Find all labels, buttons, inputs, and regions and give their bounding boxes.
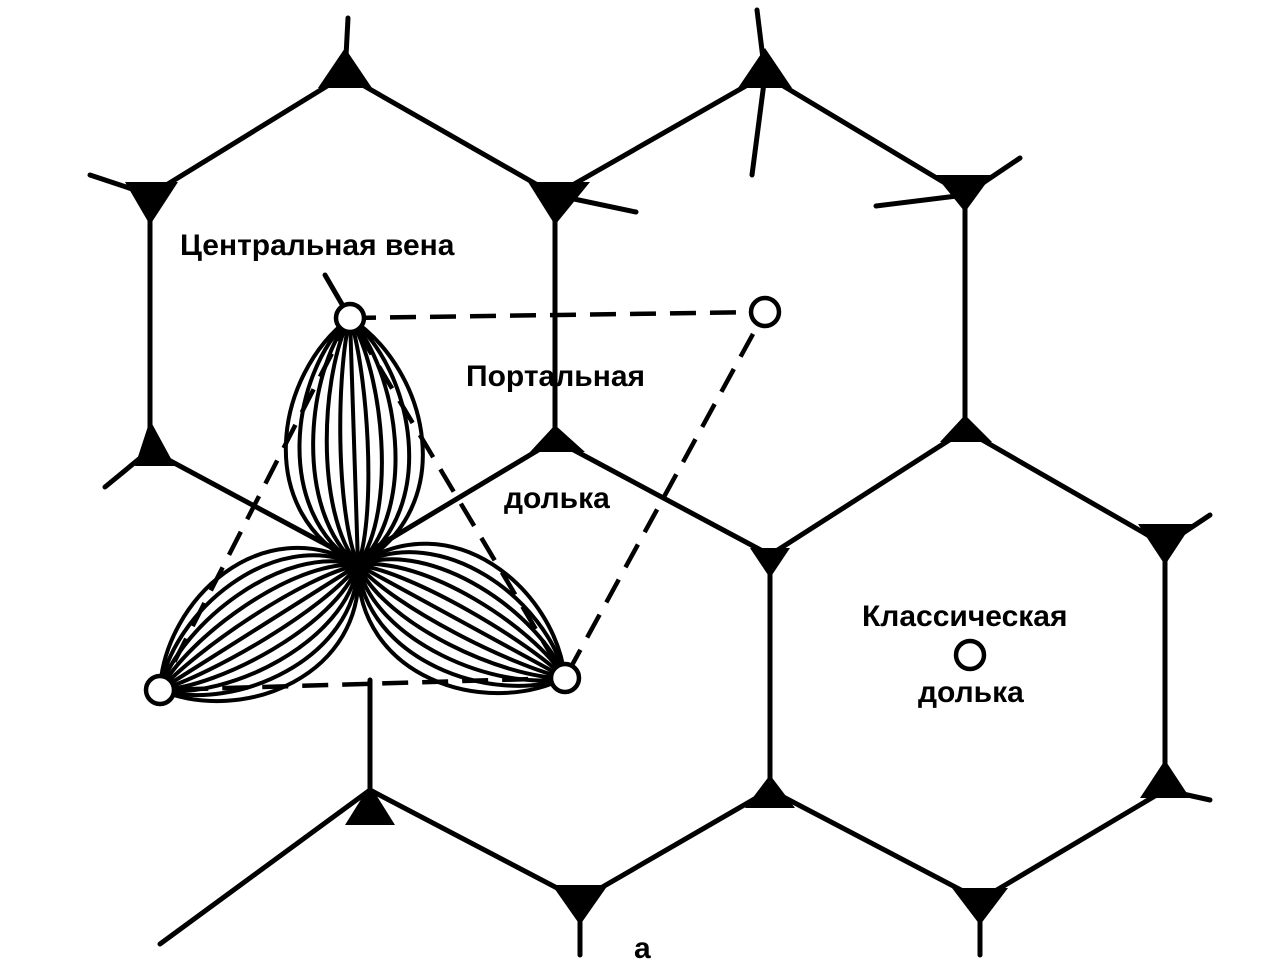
sinusoid-curve: [324, 316, 360, 567]
sinusoid-curve: [158, 545, 360, 692]
hex-edge: [367, 552, 773, 903]
portal-triad-icon: [750, 548, 790, 578]
portal-triad-icon: [345, 785, 395, 825]
sinusoid-curve: [348, 316, 360, 567]
classic-lobule-label-line2: долька: [918, 676, 1024, 709]
hex-edge: [552, 72, 968, 558]
central-veins: [143, 272, 987, 707]
sinusoid-curve: [158, 562, 360, 692]
portal-triad-icon: [940, 415, 992, 442]
sinusoid-curve: [356, 563, 567, 680]
sinusoid-curve: [356, 563, 567, 683]
portal-triad-icon: [318, 48, 372, 88]
portal-triad-icon: [935, 175, 992, 212]
hex-edge: [157, 787, 373, 947]
sinusoid-curve: [158, 563, 361, 704]
portal-triad-icon: [135, 420, 175, 466]
sinusoid-curve: [356, 563, 567, 688]
portal-lobule-label-line2: долька: [504, 482, 610, 515]
portal-triad-icon: [125, 182, 178, 225]
portal-triad-icon: [738, 48, 792, 88]
portal-lobule-label-line1: Портальная: [466, 360, 645, 393]
sinusoid-curve: [158, 563, 360, 698]
central-vein-icon: [333, 301, 367, 335]
hex-edge: [873, 192, 968, 209]
hexagon-grid: [87, 7, 1213, 958]
sinusoid-curve: [356, 541, 567, 680]
portal-triad-icon: [528, 182, 590, 225]
sinusoid-curve: [348, 316, 371, 567]
central-vein-icon: [953, 638, 987, 672]
sinusoid-curve: [297, 316, 360, 567]
sinusoid-curve: [356, 563, 567, 680]
sinusoid-curve: [355, 563, 567, 696]
portal-triad-icon: [552, 885, 608, 925]
portal-triad-icon: [1138, 524, 1192, 565]
hex-edge: [749, 72, 768, 178]
sinusoid-curve: [158, 563, 360, 692]
sinusoid-curve: [158, 553, 360, 692]
sinusoid-curve: [338, 316, 360, 567]
sinusoid-curve: [158, 563, 360, 692]
portal-triad-icon: [952, 888, 1008, 925]
sinusoid-curve: [348, 316, 384, 567]
panel-letter: а: [634, 932, 651, 964]
classic-lobule-label-line1: Классическая: [862, 600, 1067, 633]
sinusoid-curve: [158, 559, 360, 692]
central-vein-icon: [748, 295, 782, 329]
portal-triad-icon: [530, 425, 585, 452]
sinusoid-curve: [348, 316, 412, 567]
sinusoid-curve: [356, 563, 567, 680]
acinus-outline: [156, 313, 569, 693]
central-vein-icon: [143, 673, 177, 707]
portal-triad-icon: [1140, 760, 1190, 798]
sinusoid-curve: [356, 550, 567, 680]
central-vein-icon: [548, 661, 582, 695]
sinusoid-curve: [158, 563, 360, 692]
central-vein-label: Центральная вена: [180, 229, 455, 262]
portal-triad-icon: [745, 775, 795, 808]
sinusoid-curve: [356, 563, 567, 681]
portal-triads: [125, 48, 1192, 925]
sinusoid-curve: [311, 316, 360, 567]
sinusoid-curve: [158, 563, 360, 692]
sinusoid-curve: [356, 562, 567, 680]
